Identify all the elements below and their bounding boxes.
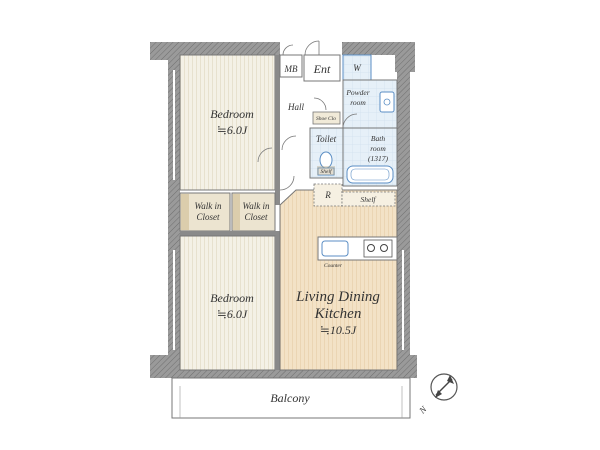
balcony-label: Balcony (270, 391, 310, 405)
interior-wall (275, 55, 280, 205)
washer-label: W (353, 63, 362, 73)
entrance-label: Ent (313, 62, 331, 76)
bedroom-top-size: ≒6.0J (217, 123, 248, 137)
bedroom-bottom-size: ≒6.0J (217, 307, 248, 321)
bedroom-bottom: Bedroom ≒6.0J (179, 235, 276, 371)
hall: Hall (280, 78, 310, 198)
mb-label: MB (284, 64, 298, 74)
compass-icon (430, 373, 458, 401)
bathroom-line3: (1317) (368, 154, 388, 163)
powder-room-line1: Powder (345, 88, 369, 97)
bedroom-top: Bedroom ≒6.0J (179, 54, 276, 191)
bedroom-top-name: Bedroom (210, 107, 254, 121)
bathroom-line2: room (370, 144, 386, 153)
ldk-name-line1: Living Dining (295, 289, 380, 305)
washer-area: W (342, 54, 372, 81)
shoe-closet: Shoe Clo (312, 111, 341, 125)
walk-in-closet-1-line1: Walk in (195, 201, 222, 211)
entrance: Ent (282, 40, 341, 82)
toilet-icon (319, 151, 333, 169)
walk-in-closet-2-line1: Walk in (243, 201, 270, 211)
sink-icon (379, 91, 395, 113)
powder-room-line2: room (350, 98, 366, 107)
refrigerator-label: R (324, 190, 331, 200)
bathroom-line1: Bath (371, 134, 385, 143)
north-label: N (417, 404, 430, 417)
balcony: Balcony (171, 377, 411, 419)
walk-in-closet-2-line2: Closet (244, 212, 268, 222)
ldk-name-line2: Kitchen (314, 306, 362, 322)
small-shelf-label: Shelf (321, 168, 333, 175)
toilet-room: Toilet Shelf (309, 127, 344, 179)
shelf: Shelf (341, 191, 396, 207)
hall-label: Hall (287, 102, 305, 112)
bathtub-icon (346, 165, 394, 184)
shoe-closet-label: Shoe Clo (316, 116, 336, 122)
bathroom: Bath room (1317) (342, 127, 398, 187)
living-dining-kitchen: Living Dining Kitchen ≒10.5J (279, 189, 398, 371)
kitchen-counter: Counter (317, 236, 398, 269)
kitchen-sink-icon (321, 240, 349, 257)
meter-box: MB (279, 54, 303, 78)
walk-in-closet-1-line2: Closet (196, 212, 220, 222)
shelf-label: Shelf (361, 195, 377, 204)
powder-room: Powder room (342, 79, 398, 129)
refrigerator: R (313, 183, 343, 207)
walk-in-closet-2: Walk in Closet (231, 192, 276, 232)
bedroom-bottom-name: Bedroom (210, 291, 254, 305)
walk-in-closet-1: Walk in Closet (179, 192, 231, 232)
toilet-label: Toilet (316, 134, 337, 144)
ldk-size: ≒10.5J (320, 323, 357, 337)
exterior-walls (150, 42, 417, 378)
counter-label: Counter (324, 263, 343, 269)
bedroom-top-door-arc (257, 147, 273, 163)
